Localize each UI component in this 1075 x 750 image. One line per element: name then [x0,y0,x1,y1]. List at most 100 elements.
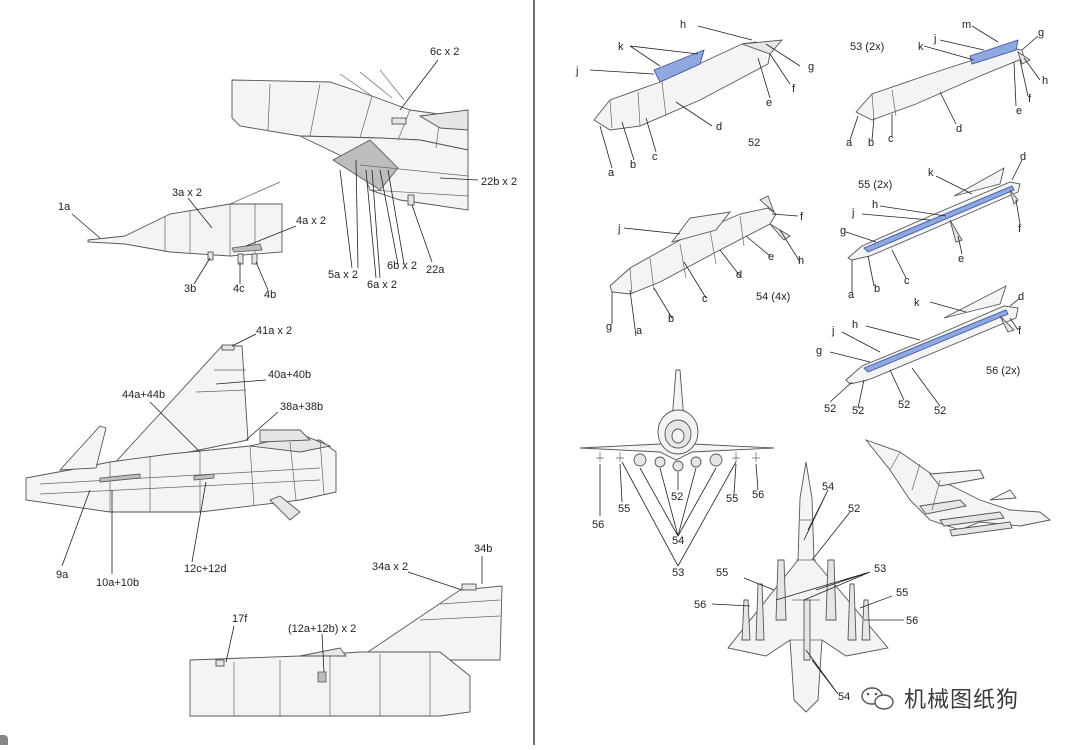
front-label-56-right: 56 [752,489,764,501]
m52-label-e: e [766,97,772,109]
m53-label-j: j [933,33,936,45]
missile-54-title: 54 (4x) [756,291,790,303]
aircraft-top-view [727,461,889,713]
aircraft-front-view [579,369,775,472]
m54-label-b: b [668,313,674,325]
aircraft-top-view-leaders [711,489,904,695]
top-label-56-right: 56 [906,615,918,627]
m56-label-52a: 52 [824,403,836,415]
label-34a: 34a x 2 [372,561,408,573]
label-12a-12b: (12a+12b) x 2 [288,623,356,635]
m53-label-a: a [846,137,853,149]
label-1a: 1a [58,201,71,213]
front-label-53: 53 [672,567,684,579]
m52-label-d: d [716,121,722,133]
label-22a: 22a [426,264,445,276]
m56-label-g: g [816,345,822,357]
m53-label-g: g [1038,27,1044,39]
watermark-text: 机械图纸狗 [904,688,1020,713]
m55-label-e: e [958,253,964,265]
m53-label-b: b [868,137,874,149]
label-6c: 6c x 2 [430,46,459,58]
m55-label-g: g [840,225,846,237]
m53-label-e: e [1016,105,1022,117]
aircraft-front-view-leaders [599,461,759,567]
missile-54-drawing [609,195,791,295]
m53-label-m: m [962,19,971,31]
m52-label-b: b [630,159,636,171]
m52-label-j: j [575,65,578,77]
m56-label-52c: 52 [898,399,910,411]
m52-label-a: a [608,167,615,179]
label-9a: 9a [56,569,69,581]
m56-label-d: d [1018,291,1024,303]
front-label-55-right: 55 [726,493,738,505]
missile-52-leaders [589,25,801,169]
label-40a-40b: 40a+40b [268,369,311,381]
top-label-54-upper: 54 [822,481,834,493]
page-corner-mark [0,735,8,745]
m55-label-j: j [851,207,854,219]
m53-label-f: f [1028,93,1032,105]
m52-label-k: k [618,41,624,53]
m55-label-d: d [1020,151,1026,163]
watermark: 机械图纸狗 [862,680,1019,716]
front-label-54: 54 [672,535,684,547]
missile-55-leaders [845,159,1023,292]
label-41a: 41a x 2 [256,325,292,337]
missile-55-title: 55 (2x) [858,179,892,191]
front-label-52: 52 [671,491,683,503]
m56-label-52d: 52 [934,405,946,417]
label-4b: 4b [264,289,276,301]
tail-section-drawing [189,583,503,717]
m55-label-k: k [928,167,934,179]
label-12c-12d: 12c+12d [184,563,227,575]
m54-label-j: j [617,223,620,235]
missile-53-leaders [849,25,1041,141]
missile-56-leaders [829,297,1021,409]
m54-label-f: f [800,211,804,223]
m53-label-c: c [888,133,894,145]
m56-label-f: f [1018,325,1022,337]
missile-53-drawing [855,39,1031,121]
label-4a: 4a x 2 [296,215,326,227]
label-3b: 3b [184,283,196,295]
m54-label-a: a [636,325,643,337]
front-label-55-left: 55 [618,503,630,515]
nose-section-leaders [339,59,479,279]
top-label-55-right: 55 [896,587,908,599]
label-10a-10b: 10a+10b [96,577,139,589]
m52-label-h: h [680,19,686,31]
rear-fuselage-leaders [61,333,279,574]
label-6b: 6b x 2 [387,260,417,272]
m52-label-c: c [652,151,658,163]
top-label-56-left: 56 [694,599,706,611]
aircraft-perspective-view [864,439,1052,537]
top-label-55-left: 55 [716,567,728,579]
m56-label-52b: 52 [852,405,864,417]
top-label-53: 53 [874,563,886,575]
m56-label-k: k [914,297,920,309]
m53-label-h: h [1042,75,1048,87]
nose-section-drawing [231,69,469,211]
missile-56-title: 56 (2x) [986,365,1020,377]
top-label-52: 52 [848,503,860,515]
missile-53-title: 53 (2x) [850,41,884,53]
m56-label-h: h [852,319,858,331]
label-6a: 6a x 2 [367,279,397,291]
m54-label-c: c [702,293,708,305]
m56-label-j: j [831,325,834,337]
label-38a-38b: 38a+38b [280,401,323,413]
drop-tank-drawing [87,181,283,265]
m54-label-g: g [606,321,612,333]
m54-label-d: d [736,269,742,281]
m55-label-c: c [904,275,910,287]
m53-label-k: k [918,41,924,53]
m55-label-b: b [874,283,880,295]
m55-label-f: f [1018,223,1022,235]
wechat-logo-icon [861,687,894,710]
top-label-54-lower: 54 [838,691,850,703]
label-22b: 22b x 2 [481,176,517,188]
rear-fuselage-drawing [25,344,337,521]
